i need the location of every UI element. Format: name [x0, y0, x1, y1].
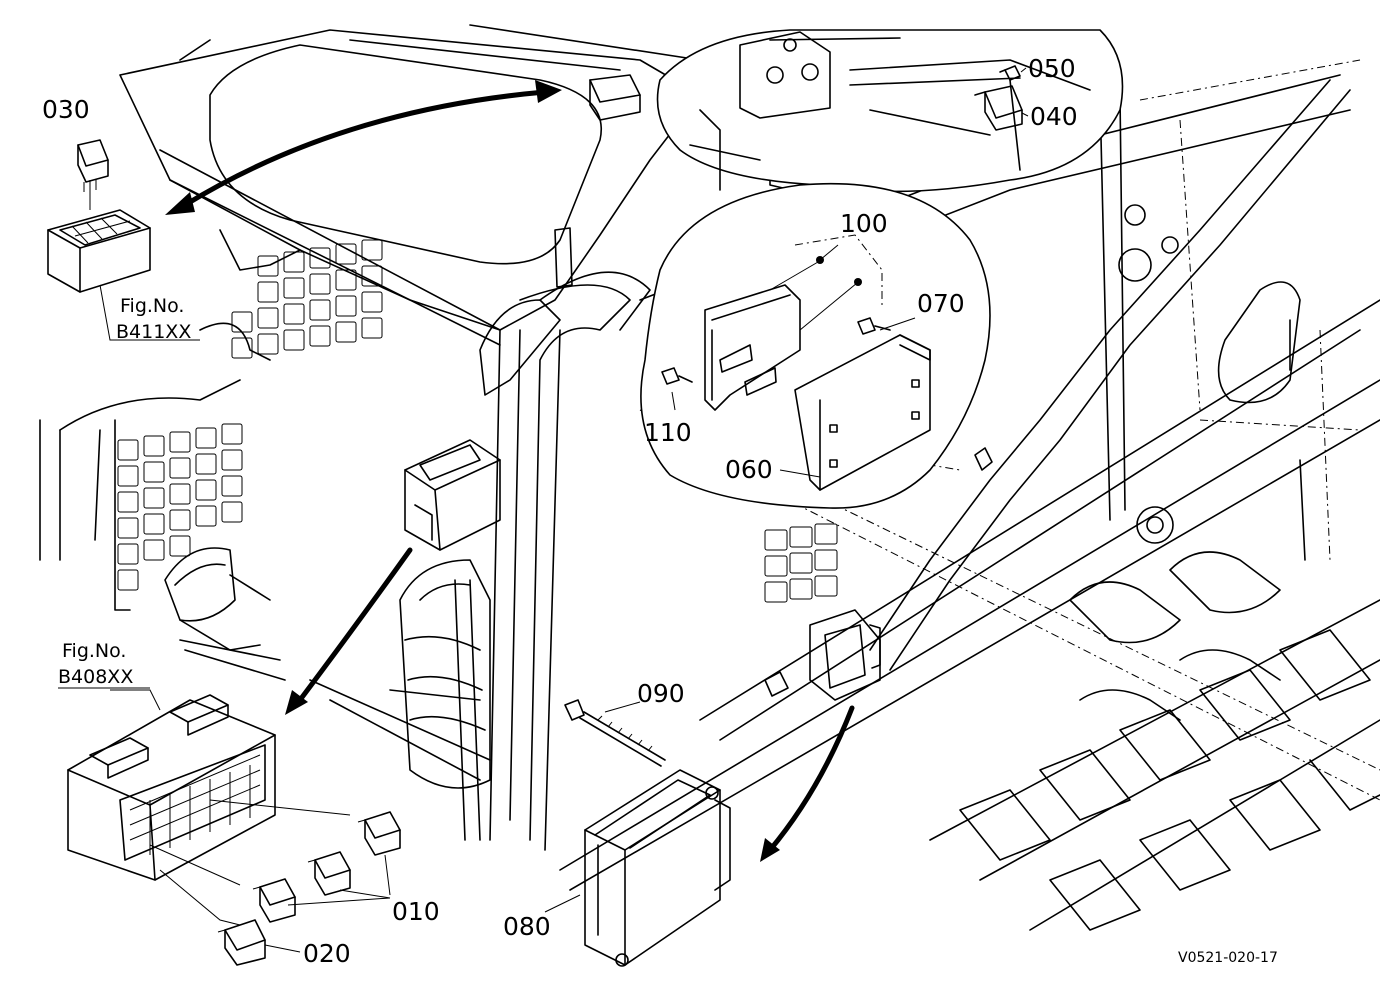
window-pane	[335, 243, 357, 265]
window-pane	[814, 575, 838, 597]
window-pane	[221, 475, 243, 497]
relay-010c-icon	[252, 878, 296, 923]
label-080: 080	[503, 912, 551, 941]
relay-030-icon	[77, 139, 109, 210]
label-020: 020	[303, 939, 351, 968]
label-040: 040	[1030, 102, 1078, 131]
controller-box-icon	[404, 439, 501, 551]
window-pane	[221, 501, 243, 523]
window-pane	[169, 457, 191, 479]
window-pane	[195, 453, 217, 475]
fuse-box-b408-icon	[67, 689, 351, 926]
window-pane	[283, 251, 305, 273]
fig-ref-b411-number: B411XX	[116, 321, 191, 343]
label-050: 050	[1028, 54, 1076, 83]
fig-ref-b408[interactable]: Fig.No. B408XX	[58, 640, 150, 689]
window-pane	[169, 431, 191, 453]
window-pane	[117, 517, 139, 539]
drawing-code: V0521-020-17	[1178, 950, 1278, 966]
label-030: 030	[42, 95, 90, 124]
window-pane	[257, 281, 279, 303]
window-pane	[764, 555, 788, 577]
window-pane	[814, 523, 838, 545]
window-pane	[361, 291, 383, 313]
relay-010-icon	[357, 811, 401, 856]
window-pane	[361, 239, 383, 261]
window-pane	[195, 479, 217, 501]
label-110: 110	[644, 418, 692, 447]
window-pane	[257, 307, 279, 329]
window-pane	[195, 427, 217, 449]
window-pane	[309, 325, 331, 347]
window-pane	[117, 569, 139, 591]
window-pane	[335, 269, 357, 291]
window-pane	[789, 552, 813, 574]
window-pane	[789, 526, 813, 548]
window-pane	[221, 449, 243, 471]
window-pane	[789, 578, 813, 600]
label-090: 090	[637, 679, 685, 708]
leader-010-020	[264, 854, 391, 953]
relay-010b-icon	[307, 851, 351, 896]
window-pane	[195, 505, 217, 527]
detail-balloon-top	[656, 29, 1124, 193]
fig-ref-b411[interactable]: Fig.No. B411XX	[116, 295, 191, 343]
ecu-080-icon	[544, 769, 731, 967]
window-pane	[143, 461, 165, 483]
window-pane	[143, 435, 165, 457]
fig-ref-b408-number: B408XX	[58, 666, 133, 688]
window-pane	[257, 255, 279, 277]
window-pane	[335, 321, 357, 343]
label-070: 070	[917, 289, 965, 318]
window-pane	[117, 465, 139, 487]
window-pane	[764, 529, 788, 551]
fig-ref-b408-label: Fig.No.	[62, 640, 126, 662]
relay-020-icon	[217, 919, 266, 966]
window-pane	[143, 539, 165, 561]
window-pane	[309, 273, 331, 295]
bolt-090-icon	[564, 699, 666, 767]
window-pane	[283, 277, 305, 299]
label-leaders	[1020, 67, 1029, 117]
window-pane	[764, 581, 788, 603]
label-100: 100	[840, 209, 888, 238]
window-pane	[283, 303, 305, 325]
window-pane	[335, 295, 357, 317]
window-pane	[309, 299, 331, 321]
part-labels: 030 050 040 100 070 110 060 090 080 010 …	[42, 54, 1278, 968]
window-pane	[143, 487, 165, 509]
fig-ref-b411-label: Fig.No.	[120, 295, 184, 317]
window-pane	[361, 265, 383, 287]
window-pane	[283, 329, 305, 351]
window-pane	[814, 549, 838, 571]
window-pane	[169, 535, 191, 557]
window-pane	[221, 423, 243, 445]
pointer-arrows	[165, 80, 855, 862]
label-010: 010	[392, 897, 440, 926]
window-pane	[143, 513, 165, 535]
window-pane	[117, 491, 139, 513]
window-grid	[117, 239, 383, 591]
window-pane	[231, 311, 253, 333]
window-pane	[169, 509, 191, 531]
fuse-box-icon	[47, 209, 200, 341]
window-pane	[169, 483, 191, 505]
window-pane	[309, 247, 331, 269]
window-grid-small	[764, 523, 838, 603]
detail-balloon-ecu-bracket	[640, 182, 991, 509]
label-060: 060	[725, 455, 773, 484]
window-pane	[117, 439, 139, 461]
window-pane	[117, 543, 139, 565]
window-pane	[231, 337, 253, 359]
window-pane	[257, 333, 279, 355]
window-pane	[361, 317, 383, 339]
